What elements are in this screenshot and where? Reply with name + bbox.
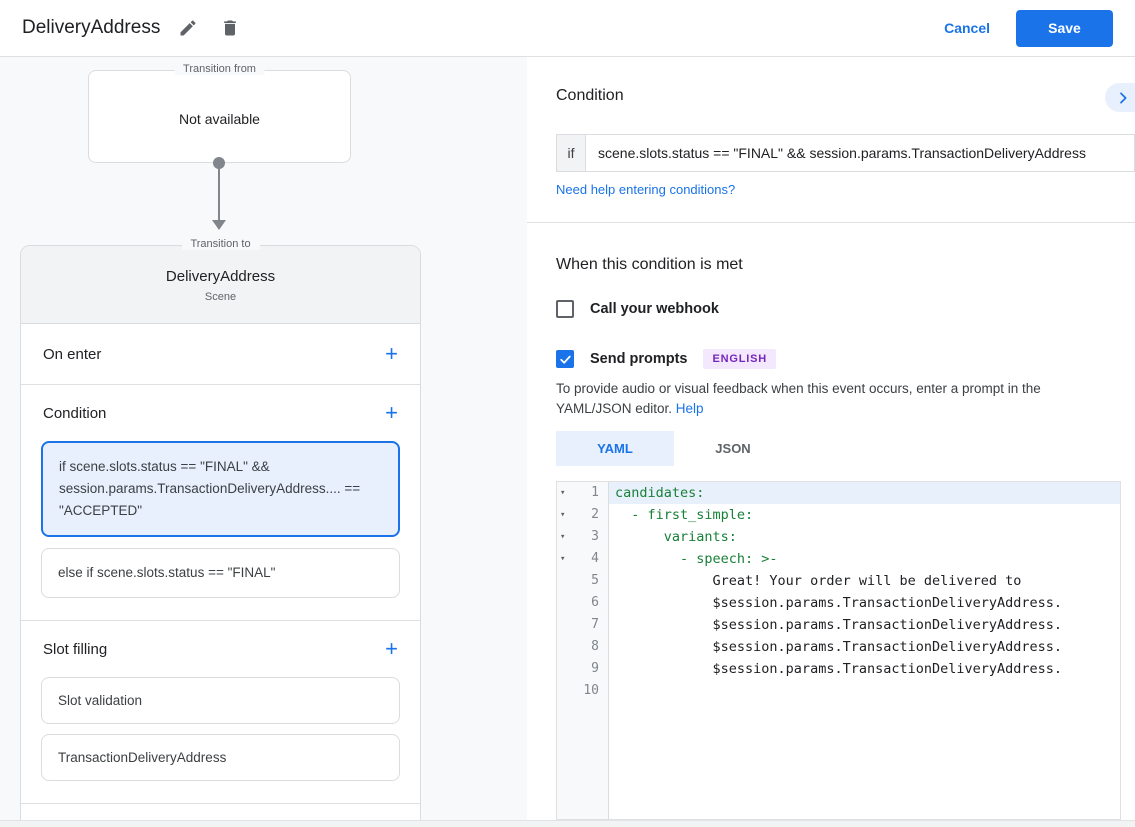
condition-card[interactable]: else if scene.slots.status == "FINAL" [41, 548, 400, 598]
scene-card-header[interactable]: DeliveryAddress Scene [21, 246, 420, 324]
slot-filling-label: Slot filling [43, 640, 108, 658]
code-line: 10 [557, 680, 1120, 702]
webhook-checkbox[interactable] [556, 300, 574, 318]
scene-flow-canvas: Transition from Not available Transition… [0, 57, 527, 820]
transition-to-card: Transition to DeliveryAddress Scene On e… [20, 238, 421, 820]
chevron-right-icon [1115, 90, 1131, 106]
transition-from-box[interactable]: Transition from Not available [88, 63, 351, 163]
slot-validation-card[interactable]: Slot validation [41, 677, 400, 724]
section-custom-intent[interactable]: Custom intent handling + [21, 804, 420, 820]
transition-from-label: Transition from [174, 63, 265, 75]
code-line: 8 $session.params.TransactionDeliveryAdd… [557, 636, 1120, 658]
tab-yaml[interactable]: YAML [556, 431, 674, 466]
add-slot-button[interactable]: + [385, 636, 398, 661]
connector-line [218, 163, 220, 221]
page-title: DeliveryAddress [22, 17, 161, 38]
code-line: ▾3 variants: [557, 526, 1120, 548]
condition-expression-row: if [556, 134, 1135, 172]
trash-icon [220, 18, 240, 38]
yaml-code-editor[interactable]: ▾1 candidates: ▾2 - first_simple: ▾3 var… [556, 481, 1121, 820]
send-prompts-label: Send prompts [590, 351, 688, 367]
app-header: DeliveryAddress Cancel Save [0, 0, 1135, 57]
section-on-enter[interactable]: On enter + [21, 324, 420, 384]
tab-json[interactable]: JSON [715, 441, 751, 456]
section-condition: Condition + if scene.slots.status == "FI… [21, 385, 420, 620]
scene-name: DeliveryAddress [165, 268, 276, 285]
prompt-help-link[interactable]: Help [675, 401, 704, 416]
cancel-button[interactable]: Cancel [944, 20, 990, 36]
webhook-option-row: Call your webhook [556, 300, 719, 318]
condition-card-selected[interactable]: if scene.slots.status == "FINAL" && sess… [41, 441, 400, 537]
condition-help-link[interactable]: Need help entering conditions? [556, 182, 736, 197]
when-met-heading: When this condition is met [556, 256, 743, 273]
code-line: 6 $session.params.TransactionDeliveryAdd… [557, 592, 1120, 614]
fold-toggle-icon[interactable]: ▾ [560, 510, 566, 520]
send-prompts-checkbox[interactable] [556, 350, 574, 368]
pencil-icon [178, 18, 198, 38]
condition-expression-input[interactable] [585, 134, 1135, 172]
fold-toggle-icon[interactable]: ▾ [560, 554, 566, 564]
transition-to-label: Transition to [181, 238, 260, 250]
send-prompts-option-row: Send prompts ENGLISH [556, 349, 776, 369]
language-badge: ENGLISH [703, 349, 776, 369]
save-button[interactable]: Save [1016, 9, 1113, 47]
editor-gutter [557, 702, 609, 819]
prompt-description: To provide audio or visual feedback when… [556, 379, 1118, 419]
delete-scene-button[interactable] [216, 14, 244, 42]
collapse-panel-button[interactable] [1105, 83, 1135, 112]
add-on-enter-button[interactable]: + [385, 341, 398, 366]
if-prefix-label: if [556, 134, 585, 172]
code-line: ▾4 - speech: >- [557, 548, 1120, 570]
condition-panel-heading: Condition [556, 87, 624, 104]
code-line: ▾1 candidates: [557, 482, 1120, 504]
code-line: 5 Great! Your order will be delivered to [557, 570, 1120, 592]
add-condition-button[interactable]: + [385, 400, 398, 425]
connector-arrowhead-icon [212, 220, 226, 230]
horizontal-scrollbar[interactable] [0, 820, 1135, 827]
edit-title-button[interactable] [174, 14, 202, 42]
editor-format-tabs: YAML JSON [556, 431, 792, 466]
transition-from-value: Not available [179, 111, 260, 127]
code-line: 7 $session.params.TransactionDeliveryAdd… [557, 614, 1120, 636]
fold-toggle-icon[interactable]: ▾ [560, 532, 566, 542]
slot-card[interactable]: TransactionDeliveryAddress [41, 734, 400, 781]
checkmark-icon [559, 353, 572, 366]
scene-type: Scene [204, 291, 237, 303]
panel-divider [527, 222, 1135, 223]
condition-section-label: Condition [43, 404, 107, 422]
code-line: 9 $session.params.TransactionDeliveryAdd… [557, 658, 1120, 680]
code-line: ▾2 - first_simple: [557, 504, 1120, 526]
prompt-description-text: To provide audio or visual feedback when… [556, 381, 1041, 416]
on-enter-label: On enter [43, 345, 102, 363]
webhook-label: Call your webhook [590, 301, 719, 317]
condition-detail-panel: Condition if Need help entering conditio… [527, 57, 1135, 820]
section-slot-filling: Slot filling + Slot validation Transacti… [21, 621, 420, 803]
fold-toggle-icon[interactable]: ▾ [560, 488, 566, 498]
